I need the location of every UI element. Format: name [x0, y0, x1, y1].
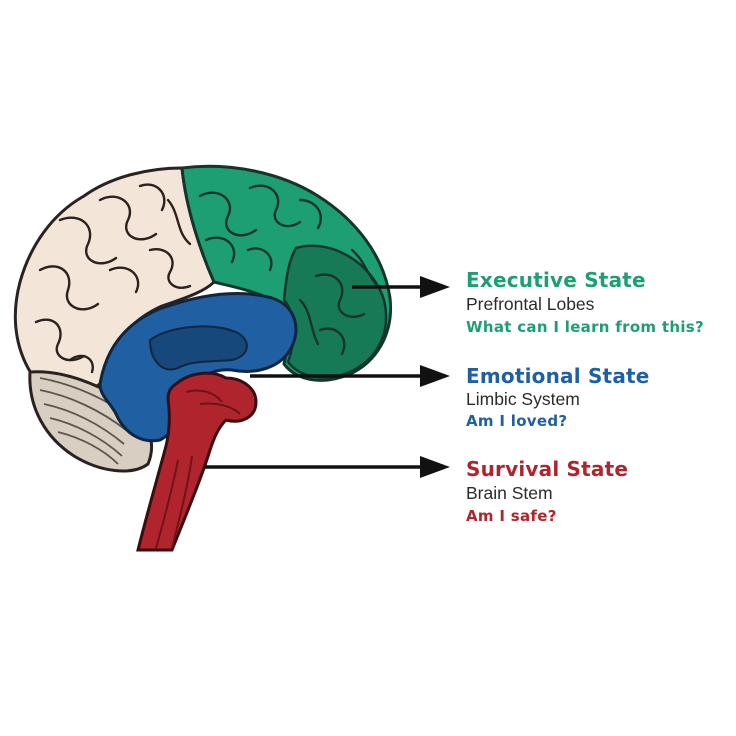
emotional-state-title: Emotional State	[466, 366, 650, 386]
survival-state-question: Am I safe?	[466, 509, 557, 524]
emotional-state-subtitle: Limbic System	[466, 391, 580, 409]
emotional-state-question: Am I loved?	[466, 414, 567, 429]
survival-state-subtitle: Brain Stem	[466, 485, 553, 503]
survival-state-title: Survival State	[466, 459, 628, 479]
executive-state-subtitle: Prefrontal Lobes	[466, 296, 594, 314]
arrow-survival	[204, 456, 450, 478]
executive-state-question: What can I learn from this?	[466, 320, 704, 335]
executive-state-title: Executive State	[466, 270, 646, 290]
